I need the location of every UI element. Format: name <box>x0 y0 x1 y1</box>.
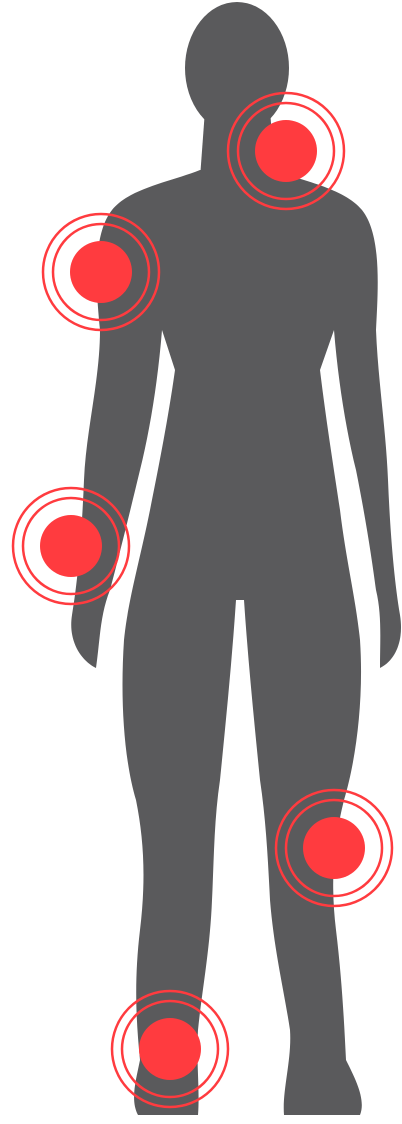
pain-dot <box>70 241 132 303</box>
pain-dot <box>303 817 365 879</box>
torso-shape <box>71 170 401 1115</box>
body-silhouette <box>71 2 401 1115</box>
pain-dot <box>255 120 317 182</box>
pain-dot <box>40 515 102 577</box>
pain-dot <box>139 1018 201 1080</box>
